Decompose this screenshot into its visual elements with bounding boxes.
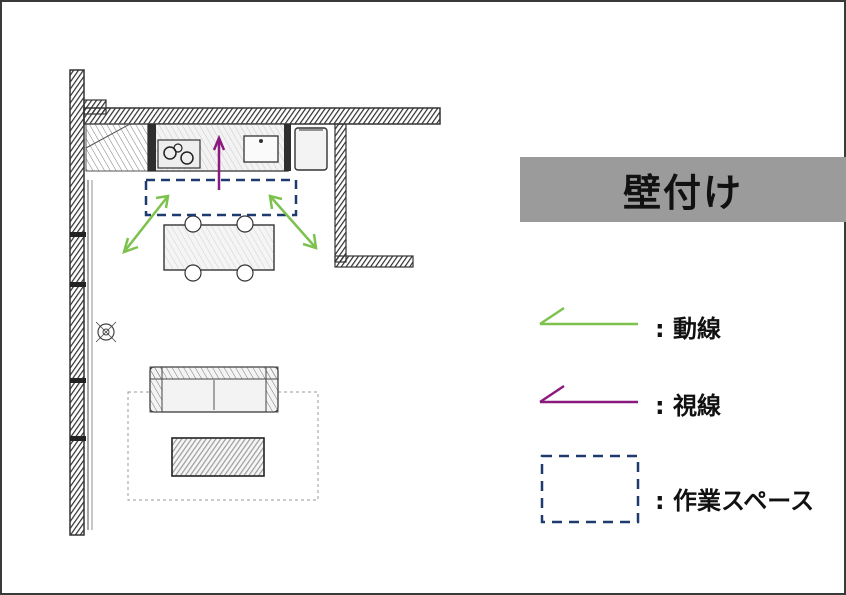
- legend-symbols: [539, 306, 640, 524]
- title: 壁付け: [622, 171, 743, 215]
- top-wall: [83, 107, 441, 125]
- coffee-table: [171, 437, 265, 477]
- refrigerator: [294, 127, 328, 171]
- movement-arrow-left: [122, 194, 170, 254]
- plant: [95, 321, 117, 343]
- right-wall: [334, 123, 414, 268]
- legend-movement-symbol: [539, 306, 638, 326]
- title-banner: 壁付け: [520, 157, 846, 222]
- dining-table: [163, 215, 275, 282]
- legend-sightline-label: : 視線: [655, 392, 721, 420]
- legend-workspace-label: : 作業スペース: [655, 487, 815, 515]
- sofa: [149, 366, 279, 413]
- legend-movement-label: : 動線: [655, 315, 721, 343]
- sink: [243, 135, 279, 163]
- work-space-area: [144, 178, 298, 217]
- legend-workspace-symbol: [540, 454, 640, 524]
- rug: [127, 391, 319, 501]
- sightline-arrow: [212, 134, 226, 190]
- stove: [157, 139, 201, 169]
- movement-arrow-right: [268, 194, 318, 250]
- legend-sightline-symbol: [539, 384, 638, 404]
